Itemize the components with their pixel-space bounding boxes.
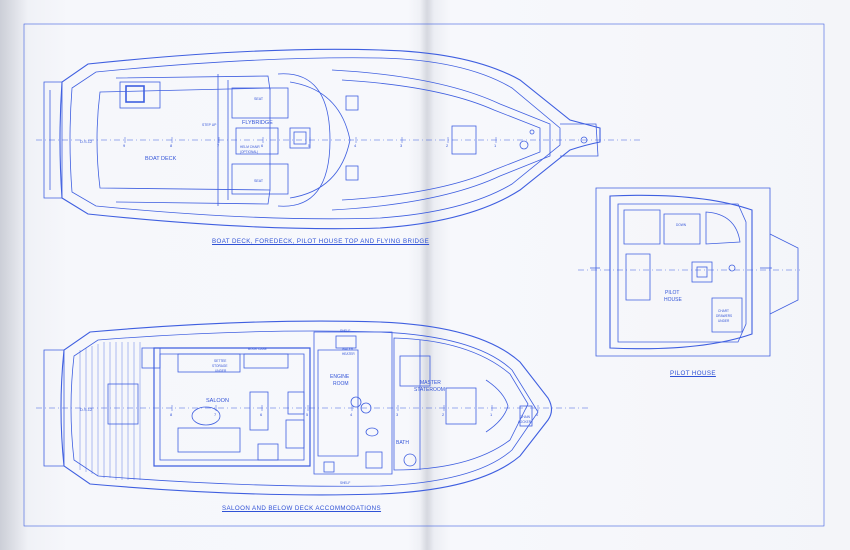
lower-station-4: 4 bbox=[350, 412, 353, 417]
book-case-label: BOOK CASE bbox=[248, 347, 267, 351]
center-fold bbox=[420, 0, 434, 550]
engine-room-label-2: ROOM bbox=[333, 381, 349, 387]
engine-room-label-1: ENGINE bbox=[330, 374, 350, 380]
top-station-7: 7 bbox=[217, 143, 220, 148]
optional-label: (OPTIONAL) bbox=[240, 150, 258, 154]
chain-locker-label-1: CHAIN bbox=[520, 415, 531, 419]
lower-station-ticks bbox=[171, 405, 539, 411]
lower-station-3: 3 bbox=[396, 412, 399, 417]
top-station-3: 3 bbox=[400, 143, 403, 148]
settee-label-2: STORAGE bbox=[212, 364, 228, 368]
seat-upper-label: SEAT bbox=[254, 97, 264, 101]
page-edge-shadow bbox=[0, 0, 28, 550]
top-station-1: 1 bbox=[494, 143, 497, 148]
water-heater-label-1: WATER bbox=[342, 347, 354, 351]
flybridge-label: FLYBRIDGE bbox=[242, 120, 273, 126]
water-heater-label-2: HEATER bbox=[342, 352, 355, 356]
bath-label: BATH bbox=[396, 440, 409, 446]
pilot-house-caption: PILOT HOUSE bbox=[670, 370, 716, 377]
top-ds12-label: D.S.12 bbox=[80, 139, 93, 144]
pilot-house-plan bbox=[590, 187, 799, 357]
chart-drawers-label-2: DRAWERS bbox=[716, 314, 732, 318]
lower-station-0: 0 bbox=[536, 412, 539, 417]
pilot-house-label-1: PILOT bbox=[665, 290, 679, 296]
chart-drawers-label-1: CHART bbox=[718, 309, 729, 313]
master-stateroom-label-2: STATEROOM bbox=[414, 387, 445, 393]
settee-label-3: UNDER bbox=[215, 369, 227, 373]
top-station-ticks bbox=[124, 137, 497, 143]
lower-plan-hull bbox=[43, 320, 553, 496]
top-station-8: 8 bbox=[170, 143, 173, 148]
top-station-5: 5 bbox=[308, 143, 311, 148]
chain-locker-label-2: LOCKER bbox=[518, 420, 532, 424]
shelf-top-label: SHELF bbox=[340, 329, 350, 333]
shelf-bottom-label: SHELF bbox=[340, 481, 350, 485]
top-station-6: 6 bbox=[261, 143, 264, 148]
seat-lower-label: SEAT bbox=[254, 179, 264, 183]
lower-station-7: 7 bbox=[214, 412, 217, 417]
step-up-label: STEP UP bbox=[202, 123, 217, 127]
sheet-border bbox=[23, 23, 825, 527]
chart-drawers-label-3: UNDER bbox=[718, 319, 730, 323]
pilot-house-label-2: HOUSE bbox=[664, 297, 682, 303]
boat-deck-label: BOAT DECK bbox=[145, 156, 177, 162]
lower-station-2: 2 bbox=[442, 412, 445, 417]
lower-plan-caption: SALOON AND BELOW DECK ACCOMMODATIONS bbox=[222, 505, 382, 512]
saloon-label: SALOON bbox=[206, 398, 229, 404]
lower-station-6: 6 bbox=[260, 412, 263, 417]
lower-station-5: 5 bbox=[306, 412, 309, 417]
top-plan-hull bbox=[43, 48, 601, 230]
top-plan-caption: BOAT DECK, FOREDECK, PILOT HOUSE TOP AND… bbox=[212, 238, 430, 245]
lower-station-8: 8 bbox=[170, 412, 173, 417]
master-stateroom-label-1: MASTER bbox=[420, 380, 441, 386]
pilot-house-down-label: DOWN bbox=[676, 223, 687, 227]
lower-station-1: 1 bbox=[490, 412, 493, 417]
settee-label-1: SETTEE bbox=[214, 359, 226, 363]
top-station-2: 2 bbox=[446, 143, 449, 148]
top-station-9: 9 bbox=[123, 143, 126, 148]
helm-chair-label: HELM CHAIR bbox=[240, 145, 260, 149]
lower-ds12-label: D.S.12 bbox=[80, 407, 93, 412]
top-station-4: 4 bbox=[354, 143, 357, 148]
